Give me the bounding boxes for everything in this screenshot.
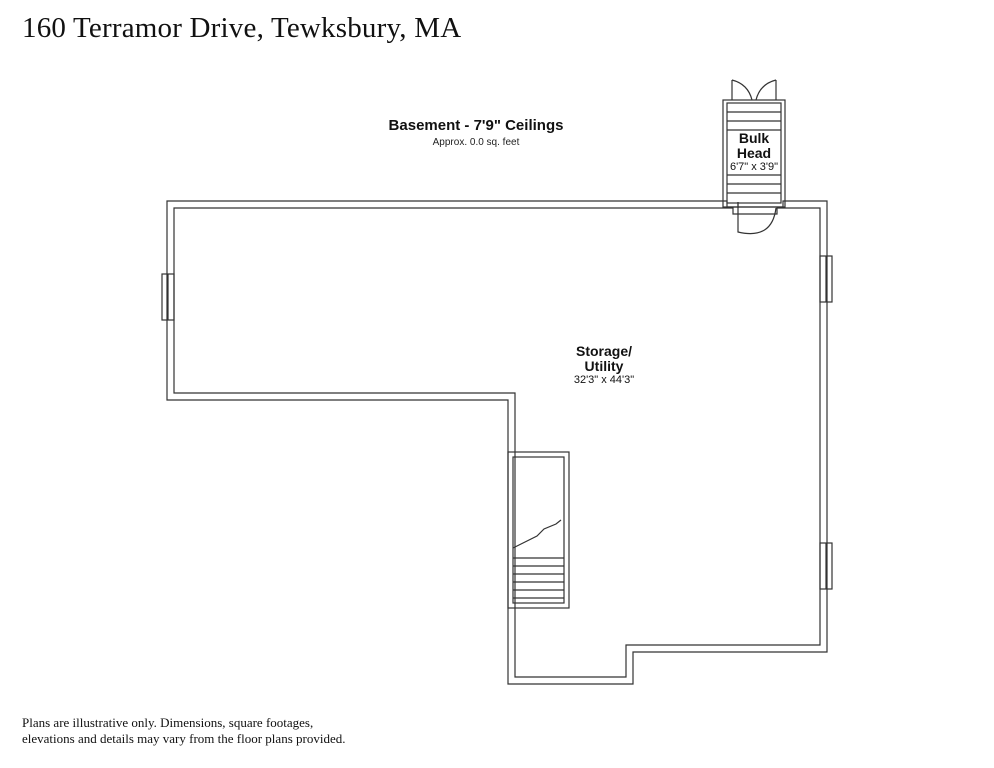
room-name-line: Utility — [584, 358, 624, 374]
disclaimer-line: Plans are illustrative only. Dimensions,… — [22, 715, 314, 730]
bulkhead-stair — [722, 99, 786, 208]
room-name-line: Storage/ — [575, 343, 632, 359]
room-dims-storage: 32'3" x 44'3" — [573, 374, 635, 386]
room-name-line: Bulk — [738, 130, 770, 146]
disclaimer-line: elevations and details may vary from the… — [22, 731, 346, 746]
bulkhead-doors — [731, 79, 777, 101]
page-title: 160 Terramor Drive, Tewksbury, MA — [22, 12, 462, 44]
window-west — [161, 273, 175, 321]
room-dims-bulkhead: 6'7" x 3'9" — [729, 161, 779, 173]
window-east-lower — [819, 542, 833, 590]
interior-stairs — [507, 451, 570, 609]
disclaimer: Plans are illustrative only. Dimensions,… — [22, 715, 422, 747]
room-name-storage: Storage/ Utility — [554, 344, 654, 374]
floor-title: Basement - 7'9" Ceilings — [388, 117, 564, 134]
inner-wall — [173, 207, 821, 678]
room-name-line: Head — [736, 145, 772, 161]
window-east-upper — [819, 255, 833, 303]
floor-square-footage: Approx. 0.0 sq. feet — [432, 137, 520, 148]
outer-wall — [166, 200, 828, 685]
door-swing — [737, 202, 777, 235]
room-name-bulkhead: Bulk Head — [724, 131, 784, 161]
